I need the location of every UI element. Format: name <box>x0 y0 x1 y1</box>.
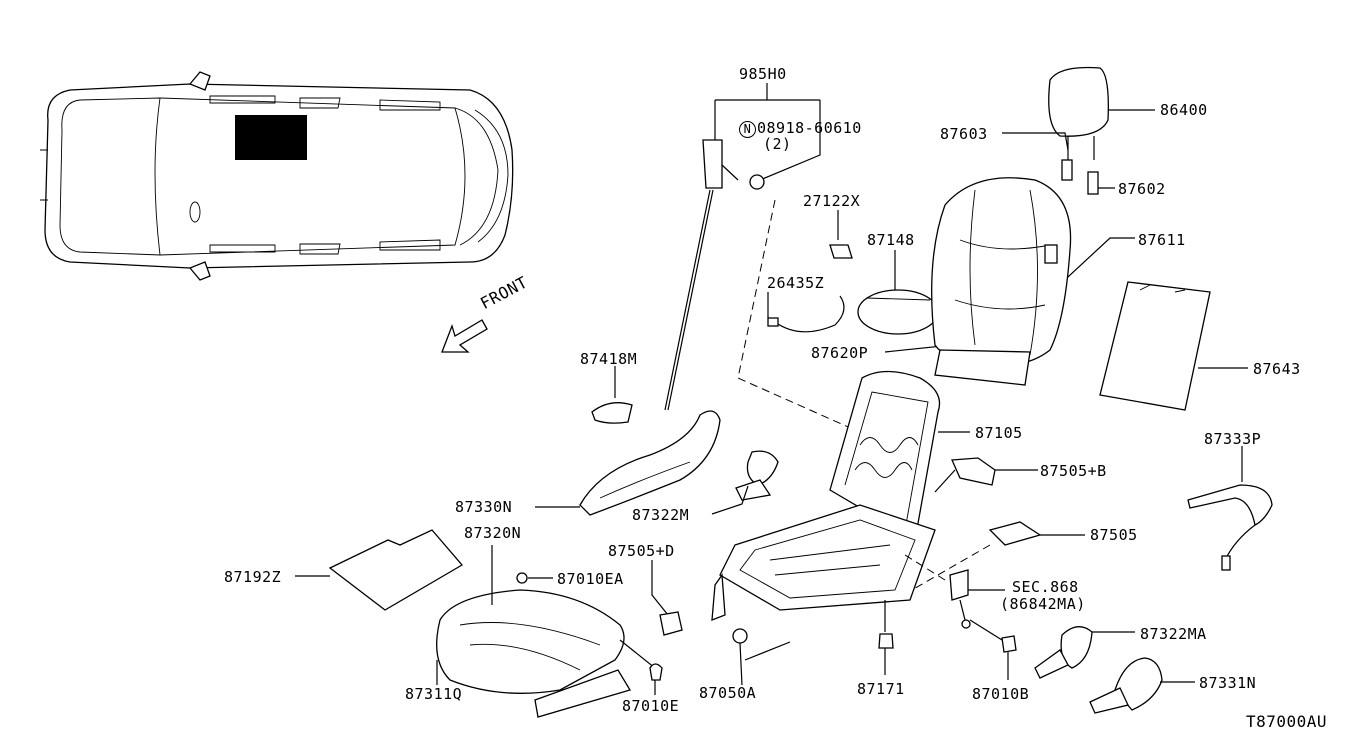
diagram-code: T87000AU <box>1246 712 1328 731</box>
label-86400: 86400 <box>1160 101 1208 119</box>
label-87050A: 87050A <box>699 684 757 702</box>
part-26435Z <box>767 292 845 333</box>
front-arrow-icon <box>441 319 488 353</box>
part-87418M <box>591 366 633 424</box>
part-87010EA <box>516 572 553 584</box>
n-circle-icon: N <box>739 121 756 138</box>
seatback-cushion <box>931 177 1072 386</box>
label-87330N: 87330N <box>455 498 513 516</box>
part-87010E <box>619 639 663 695</box>
label-86842MA: (86842MA) <box>1000 595 1086 613</box>
label-87611: 87611 <box>1138 231 1186 249</box>
label-87010E: 87010E <box>622 697 680 715</box>
label-87505: 87505 <box>1090 526 1138 544</box>
part-87322M <box>711 450 779 515</box>
part-27122X <box>829 210 853 259</box>
leader-985H0 <box>664 83 856 431</box>
vehicle-top-view <box>40 71 514 281</box>
part-87105-frame <box>711 370 970 621</box>
part-87148 <box>857 250 939 335</box>
part-87333P <box>1187 446 1273 571</box>
part-87330N <box>535 410 721 516</box>
label-87620P: 87620P <box>811 344 869 362</box>
label-985H0: 985H0 <box>739 65 787 83</box>
part-87050A <box>732 628 791 686</box>
label-87171: 87171 <box>857 680 905 698</box>
label-08918-60610-number: 08918-60610 <box>757 119 862 137</box>
label-87322MA: 87322MA <box>1140 625 1207 643</box>
label-87602: 87602 <box>1118 180 1166 198</box>
label-87505D: 87505+D <box>608 542 675 560</box>
part-86400-headrest <box>1002 66 1155 195</box>
label-87148: 87148 <box>867 231 915 249</box>
label-87505B: 87505+B <box>1040 462 1107 480</box>
label-87320N: 87320N <box>464 524 522 542</box>
label-87010B: 87010B <box>972 685 1030 703</box>
part-87505B <box>934 457 1038 493</box>
label-26435Z: 26435Z <box>767 274 825 292</box>
label-87643: 87643 <box>1253 360 1301 378</box>
label-87311Q: 87311Q <box>405 685 463 703</box>
label-08918-qty: (2) <box>763 135 792 153</box>
part-87322MA <box>1034 626 1135 679</box>
label-SEC868: SEC.868 <box>1012 578 1079 596</box>
label-27122X: 27122X <box>803 192 861 210</box>
label-87333P: 87333P <box>1204 430 1262 448</box>
label-87603: 87603 <box>940 125 988 143</box>
part-87192Z <box>295 529 464 611</box>
label-87322M: 87322M <box>632 506 690 524</box>
part-87171 <box>878 600 894 675</box>
label-87418M: 87418M <box>580 350 638 368</box>
part-87505D <box>651 560 683 636</box>
label-87010EA: 87010EA <box>557 570 624 588</box>
label-87331N: 87331N <box>1199 674 1257 692</box>
part-SEC868-buckle <box>904 554 1005 629</box>
part-87505 <box>911 521 1085 591</box>
part-87331N <box>1089 657 1195 714</box>
label-87192Z: 87192Z <box>224 568 282 586</box>
part-87643 <box>1099 281 1248 411</box>
part-87311Q-cushion <box>436 545 631 718</box>
label-87105: 87105 <box>975 424 1023 442</box>
part-87010B <box>969 619 1017 680</box>
